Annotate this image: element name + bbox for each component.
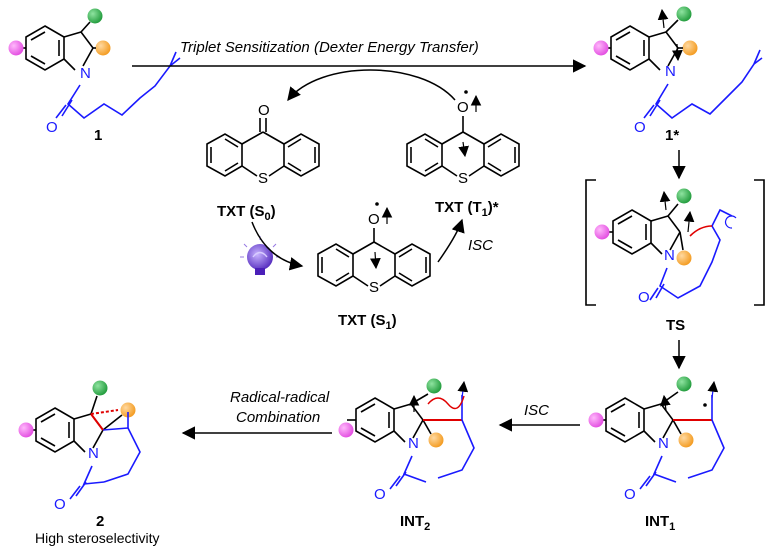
- s-atom: S: [369, 279, 379, 296]
- int1-label: INT1: [645, 513, 675, 533]
- txt-s0-label: TXT (S0): [217, 203, 276, 223]
- int2-label: INT2: [400, 513, 430, 533]
- o-atom: O: [457, 99, 469, 116]
- intermediate-1: N O INT1: [588, 376, 725, 533]
- svg-text:O: O: [638, 289, 650, 306]
- regeneration-arrow-icon: [287, 69, 456, 102]
- product-note: High steroselectivity: [35, 530, 160, 546]
- excitation-arrow-icon: [251, 221, 304, 271]
- isc-arrow-icon: [437, 218, 465, 263]
- pink-substituent-icon: [8, 40, 24, 56]
- o-atom: O: [258, 102, 270, 119]
- txt-s1: O S TXT (S1): [317, 202, 431, 332]
- svg-text:N: N: [665, 63, 676, 80]
- svg-text:N: N: [88, 445, 99, 462]
- txt-t1-label: TXT (T1)*: [435, 199, 499, 219]
- txt-s1-label: TXT (S1): [338, 312, 397, 332]
- ts-label: TS: [666, 317, 685, 334]
- txt-s0: O S TXT (S0): [206, 102, 320, 223]
- compound-1-label: 1: [94, 127, 102, 144]
- isc-int-label: ISC: [524, 402, 549, 419]
- svg-text:O: O: [54, 496, 66, 513]
- combination-line2: Combination: [236, 409, 320, 426]
- combination-line1: Radical-radical: [230, 389, 330, 406]
- compound-1-star: N O 1*: [593, 6, 763, 144]
- svg-text:N: N: [664, 247, 675, 264]
- o-atom: O: [46, 119, 58, 136]
- lightbulb-icon: [240, 236, 280, 275]
- o-atom: O: [368, 211, 380, 228]
- orange-substituent-icon: [95, 40, 111, 56]
- n-atom: N: [80, 65, 91, 82]
- intermediate-2: N O INT2: [338, 378, 475, 533]
- s-atom: S: [258, 170, 268, 187]
- txt-t1: O S TXT (T1)*: [406, 90, 520, 219]
- isc-catalyst-label: ISC: [468, 237, 493, 254]
- green-substituent-icon: [87, 8, 103, 24]
- svg-text:O: O: [634, 119, 646, 136]
- product-2: N O 2 High steroselectivity: [18, 380, 160, 546]
- svg-text:O: O: [624, 486, 636, 503]
- svg-text:N: N: [658, 435, 669, 452]
- compound-1: N O 1: [8, 8, 181, 144]
- triplet-sensitization-label: Triplet Sensitization (Dexter Energy Tra…: [180, 39, 479, 56]
- svg-text:O: O: [374, 486, 386, 503]
- product-label: 2: [96, 513, 104, 530]
- s-atom: S: [458, 170, 468, 187]
- compound-1-star-label: 1*: [665, 127, 679, 144]
- transition-state: N O TS: [585, 179, 765, 334]
- svg-text:N: N: [408, 435, 419, 452]
